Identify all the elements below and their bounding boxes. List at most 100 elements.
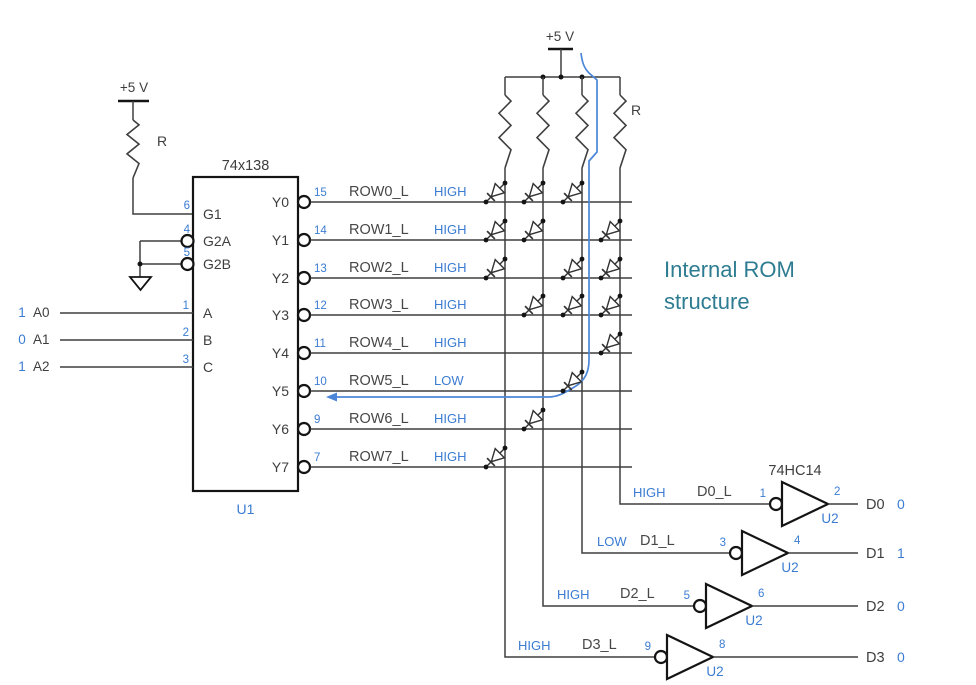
junction-dot — [540, 180, 546, 186]
junction-dot — [137, 261, 143, 267]
row-state-label: HIGH — [434, 222, 467, 237]
inverter-triangle — [665, 633, 716, 681]
output-value: 0 — [897, 496, 905, 512]
address-label: A0 — [33, 305, 50, 320]
decoder-port-g2b: G2B — [203, 256, 231, 272]
resistor-label-right: R — [631, 102, 641, 118]
address-label: A2 — [33, 359, 50, 374]
decoder-port-y4: Y4 — [272, 345, 289, 361]
decoder-port-y7: Y7 — [272, 459, 289, 475]
row-signal-label: ROW1_L — [349, 222, 409, 238]
junction-dot — [483, 275, 489, 281]
diode-row6-D2 — [521, 407, 546, 432]
bitline-D3 — [504, 168, 655, 658]
row-signal-label: ROW6_L — [349, 411, 409, 427]
diode-row1-D2 — [521, 218, 546, 243]
diode-anode-triangle — [605, 333, 621, 349]
row-signal-label: ROW3_L — [349, 297, 409, 313]
diode-row5-D1 — [560, 369, 585, 394]
row-state-label: HIGH — [434, 260, 467, 275]
diode-anode-triangle — [528, 295, 544, 311]
inversion-bubble — [653, 649, 669, 665]
inversion-bubble — [728, 545, 744, 561]
diode-row2-D3 — [483, 256, 508, 281]
row-state-label: LOW — [434, 373, 464, 388]
vcc-label-left: +5 V — [120, 80, 148, 95]
pin-number: 5 — [684, 590, 690, 602]
gate-input-signal: D1_L — [640, 533, 675, 549]
inversion-bubble — [296, 194, 312, 210]
output-value: 0 — [897, 649, 905, 665]
junction-dot — [617, 256, 623, 262]
inverter-ref: U2 — [745, 613, 762, 628]
inverter-triangle — [704, 582, 755, 630]
inversion-bubble — [296, 232, 312, 248]
decoder-port-y5: Y5 — [272, 383, 289, 399]
pin-number: 15 — [314, 187, 327, 199]
diode-anode-triangle — [490, 258, 506, 274]
junction-dot — [598, 237, 604, 243]
gate-input-signal: D2_L — [620, 586, 655, 602]
row-state-label: HIGH — [434, 297, 467, 312]
diode-anode-triangle — [567, 295, 583, 311]
inverter-part-number: 74HC14 — [768, 463, 821, 479]
junction-dot — [560, 312, 566, 318]
junction-dot — [579, 256, 585, 262]
gate-input-signal: D3_L — [582, 637, 617, 653]
junction-dot — [560, 275, 566, 281]
address-value: 1 — [18, 305, 26, 320]
junction-dot — [521, 237, 527, 243]
row-signal-label: ROW7_L — [349, 449, 409, 465]
output-label: D2 — [866, 599, 885, 615]
row-signal-label: ROW2_L — [349, 260, 409, 276]
pin-number: 7 — [314, 452, 320, 464]
address-value: 0 — [18, 332, 26, 347]
bitline-D2 — [542, 168, 694, 607]
row-signal-label: ROW0_L — [349, 184, 409, 200]
pin-number: 2 — [183, 327, 189, 339]
diode-anode-triangle — [605, 295, 621, 311]
decoder-port-g2a: G2A — [203, 233, 232, 249]
pin-number: 4 — [184, 224, 191, 236]
resistor-label-left: R — [157, 133, 167, 149]
pin-number: 11 — [314, 338, 326, 350]
junction-dot — [560, 199, 566, 205]
junction-dot — [598, 350, 604, 356]
inversion-bubble — [296, 345, 312, 361]
decoder-port-g1: G1 — [203, 206, 222, 222]
decoder-port-a: A — [203, 305, 213, 321]
junction-dot — [483, 237, 489, 243]
decoder-port-y0: Y0 — [272, 194, 289, 210]
decoder-port-y6: Y6 — [272, 421, 289, 437]
gate-input-state: HIGH — [518, 638, 551, 653]
diode-anode-triangle — [567, 258, 583, 274]
pin-number: 13 — [314, 263, 327, 275]
diode-anode-triangle — [528, 182, 544, 198]
row-signal-label: ROW5_L — [349, 373, 409, 389]
diode-anode-triangle — [528, 220, 544, 236]
active-path-arrowhead — [326, 392, 337, 402]
inverter-ref: U2 — [706, 664, 723, 679]
diode-row0-D1 — [560, 180, 585, 205]
pin-number: 14 — [314, 225, 327, 237]
decoder-port-y3: Y3 — [272, 307, 289, 323]
diode-row2-D1 — [560, 256, 585, 281]
gate-input-state: HIGH — [557, 587, 590, 602]
decoder-port-c: C — [203, 359, 213, 375]
decoder-port-y1: Y1 — [272, 232, 289, 248]
pin-number: 6 — [184, 200, 190, 212]
gate-input-state: HIGH — [633, 485, 666, 500]
diode-anode-triangle — [567, 182, 583, 198]
junction-dot — [502, 180, 508, 186]
junction-dot — [598, 275, 604, 281]
pin-number: 9 — [314, 414, 320, 426]
diode-anode-triangle — [528, 409, 544, 425]
output-label: D3 — [866, 650, 885, 666]
inversion-bubble — [692, 598, 708, 614]
diode-row1-D0 — [598, 218, 623, 243]
inverter-triangle — [740, 529, 791, 577]
junction-dot — [617, 331, 623, 337]
junction-dot — [483, 464, 489, 470]
junction-dot — [579, 369, 585, 375]
junction-dot — [617, 218, 623, 224]
